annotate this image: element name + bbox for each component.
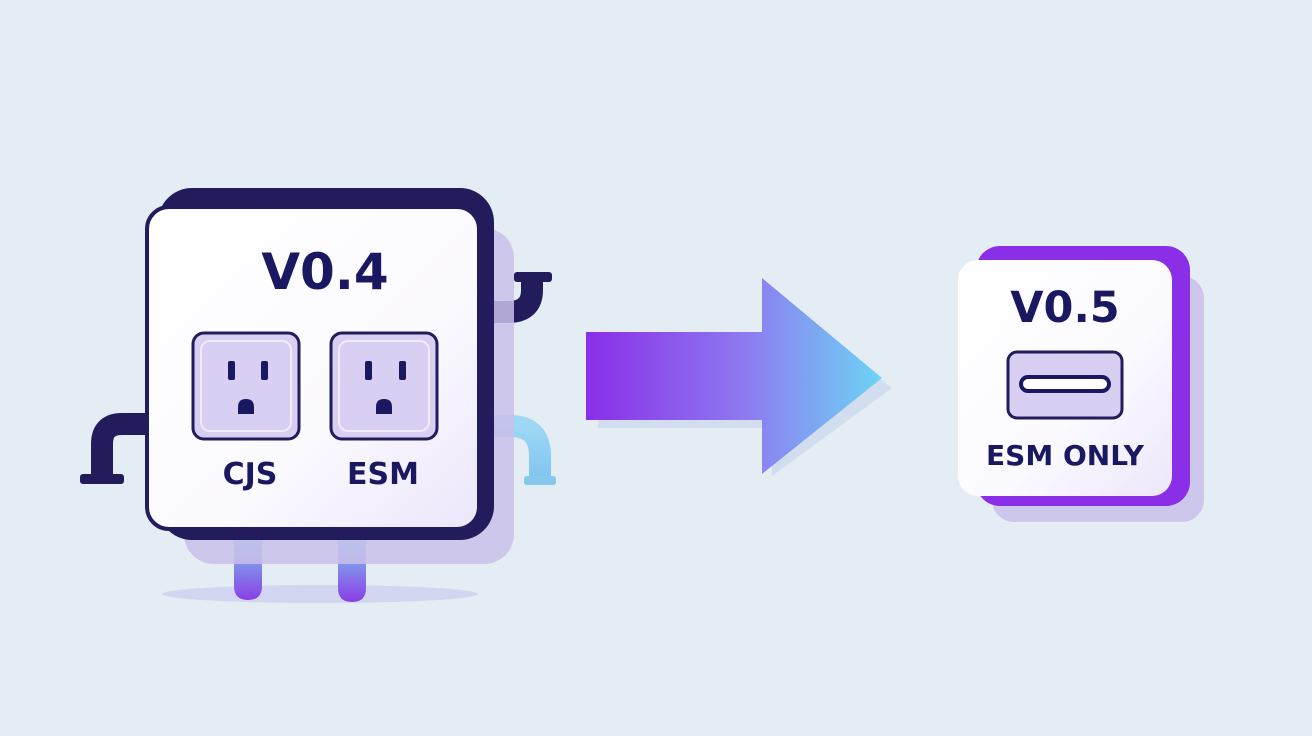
esm-only-label: ESM ONLY (986, 439, 1144, 472)
esm-socket-icon (329, 331, 439, 441)
right-arrow-icon (586, 278, 892, 476)
cjs-socket-icon (191, 331, 301, 441)
old-version-title: V0.4 (261, 243, 389, 301)
esm-socket-label: ESM (347, 457, 419, 492)
cjs-socket-label: CJS (222, 457, 278, 492)
new-module (958, 246, 1204, 522)
left-pipe-icon (80, 413, 150, 484)
old-module-card (145, 205, 481, 531)
old-module (80, 188, 556, 603)
old-module-floor-shadow (162, 585, 478, 603)
new-version-title: V0.5 (1010, 283, 1120, 333)
slot-port-icon (1006, 350, 1124, 420)
